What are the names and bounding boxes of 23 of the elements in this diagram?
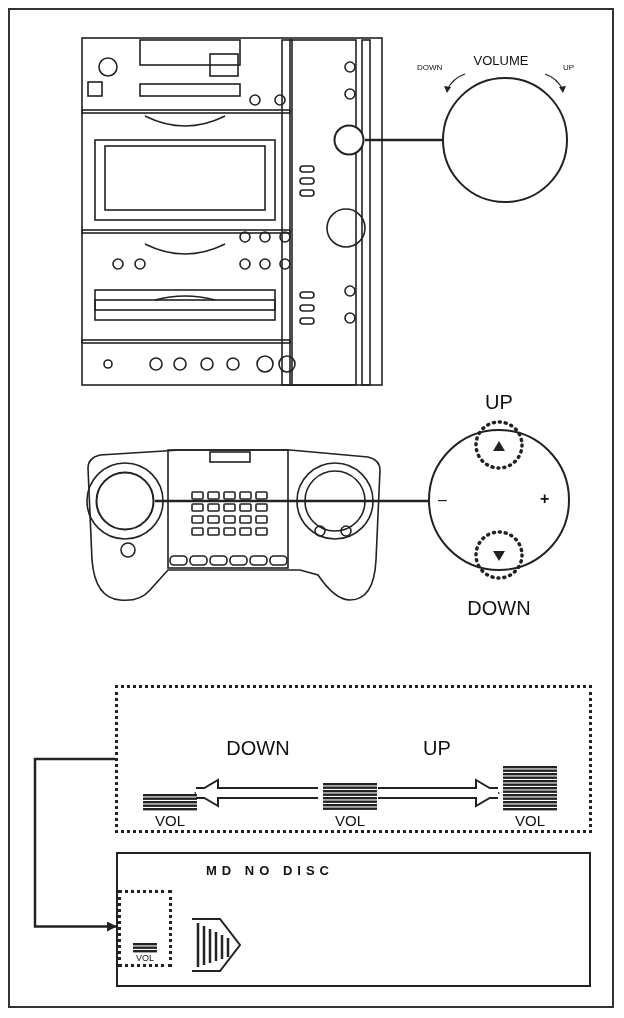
volume-label: VOL [155,813,185,828]
knob [333,124,365,156]
display-screen [116,852,591,987]
volume-label: VOL [515,813,545,828]
block-arrow [195,779,318,807]
knob [95,471,155,531]
volume-label: VOL [335,813,365,828]
arrow [33,757,117,932]
up-label: UP [485,392,513,412]
edge-label: UP [421,738,453,758]
dial-title: VOLUME [473,54,529,67]
direction-label: DOWN [417,64,443,72]
volume-indicator-box [118,890,172,967]
edge-label: DOWN [224,738,292,758]
block-arrow [378,779,499,807]
plus-sign: + [540,491,550,507]
volume-label: VOL [136,954,154,963]
minus-sign: – [438,492,447,508]
down-label: DOWN [467,598,531,618]
display-message: MD NO DISC [206,864,334,877]
leader-line [365,138,443,142]
leader-line [155,499,429,503]
direction-label: UP [563,64,575,72]
